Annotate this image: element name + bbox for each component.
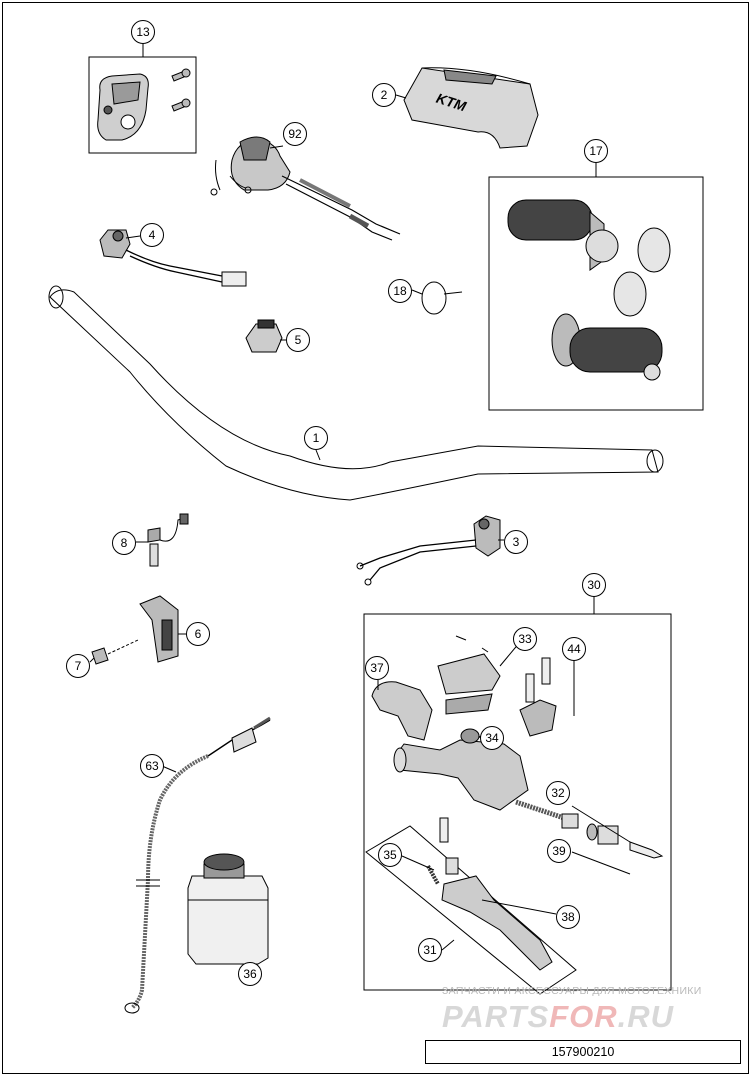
callout-3: 3	[504, 530, 528, 554]
callout-7: 7	[66, 654, 90, 678]
clamp-44	[519, 657, 557, 737]
callout-92: 92	[283, 122, 307, 146]
leader-32	[571, 805, 631, 843]
adjuster-39	[586, 823, 664, 859]
callout-4: 4	[140, 223, 164, 247]
brake-lever-31	[441, 875, 553, 971]
cable-tie-18	[421, 281, 463, 315]
callout-36: 36	[238, 962, 262, 986]
handlebar-1	[48, 285, 664, 501]
spring-35	[426, 857, 459, 885]
callout-2: 2	[372, 83, 396, 107]
callout-39: 39	[547, 839, 571, 863]
piston-spring-32	[515, 799, 579, 829]
hot-start-bracket-6	[139, 595, 179, 663]
kill-switch-4	[99, 229, 247, 287]
callout-38: 38	[556, 905, 580, 929]
callout-37: 37	[365, 656, 389, 680]
callout-63: 63	[140, 754, 164, 778]
leader-39	[571, 851, 631, 875]
brake-hose-63	[124, 716, 271, 1014]
master-cylinder-body	[393, 739, 529, 811]
callout-1: 1	[304, 426, 328, 450]
grip-upper-17	[507, 199, 619, 271]
screws-13	[171, 68, 191, 112]
group-box-30	[363, 613, 672, 991]
grip-cams-17	[613, 227, 671, 317]
brake-fluid-bottle-36	[187, 853, 269, 965]
pivot-bolt	[439, 817, 449, 843]
leader-31	[441, 939, 455, 951]
callout-6: 6	[186, 622, 210, 646]
watermark-caption: ЗАПЧАСТИ И АКСЕССУАРЫ ДЛЯ МОТОТЕХНИКИ	[442, 985, 702, 997]
cap-34	[460, 728, 480, 744]
callout-5: 5	[286, 328, 310, 352]
grip-lower-17	[551, 313, 663, 381]
callout-17: 17	[584, 139, 608, 163]
switch-housing-13	[97, 73, 149, 141]
leader-38	[481, 899, 557, 915]
lever-guard-37	[371, 681, 433, 741]
throttle-housing-92	[210, 136, 291, 196]
callout-32: 32	[546, 781, 570, 805]
callout-33: 33	[513, 627, 537, 651]
lever-box-31	[365, 825, 577, 995]
callout-30: 30	[582, 573, 606, 597]
reservoir-cover-33	[437, 635, 501, 715]
leader-35	[401, 855, 435, 871]
watermark-logo-part3: .RU	[617, 999, 675, 1034]
callout-8: 8	[112, 531, 136, 555]
callout-34: 34	[480, 726, 504, 750]
callout-44: 44	[562, 637, 586, 661]
watermark-logo: PARTSFOR.RU	[442, 999, 674, 1035]
leader-7	[89, 657, 95, 663]
leader-2	[395, 94, 407, 99]
callout-18: 18	[388, 279, 412, 303]
leader-1	[315, 449, 321, 461]
clamp-5	[245, 319, 283, 353]
watermark-logo-part2: FOR	[549, 999, 618, 1034]
leader-92	[269, 145, 284, 149]
switch-3	[356, 515, 501, 586]
callout-13: 13	[131, 20, 155, 44]
leader-18	[411, 289, 423, 295]
leader-63	[161, 765, 177, 773]
watermark-logo-part1: PARTS	[442, 999, 550, 1034]
screw-7	[91, 639, 139, 665]
drawing-number: 157900210	[425, 1040, 741, 1064]
handlebar-pad-2	[403, 67, 539, 149]
callout-31: 31	[418, 938, 442, 962]
throttle-cables-92	[281, 175, 401, 241]
callout-35: 35	[378, 843, 402, 867]
hot-start-button-8	[147, 513, 189, 567]
leader-4	[125, 235, 141, 239]
